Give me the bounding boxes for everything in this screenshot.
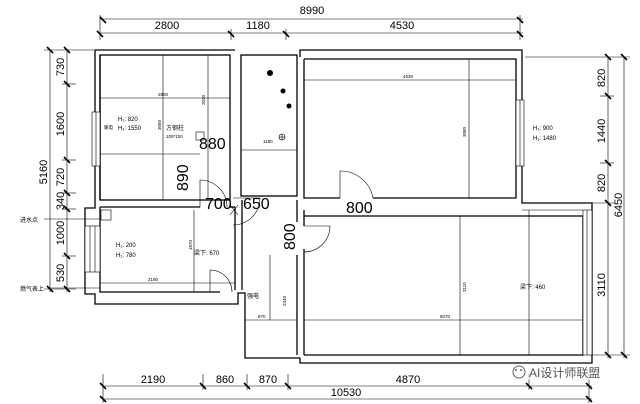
windows (84, 99, 593, 356)
window-living (582, 209, 593, 356)
dimension-right: 820 1440 820 3110 6450 (525, 53, 630, 359)
wechat-icon (512, 365, 526, 379)
label-beam-2: 梁下: 460 (520, 283, 546, 291)
dim-right-total: 6450 (613, 193, 625, 217)
dim-bottom-total: 10530 (331, 387, 362, 399)
label-window-tl-h1: H₁: 1550 (118, 126, 142, 132)
dim-top-total: 8990 (300, 5, 324, 17)
dim-bottom-seg-4: 4870 (396, 374, 420, 386)
door-label-6: 800 (282, 223, 299, 250)
label-living-width: 6070 (440, 314, 451, 319)
dim-right-seg-1: 820 (596, 69, 608, 87)
dim-left-total: 5160 (38, 160, 50, 184)
label-window-tr-h: H₁: 900 (533, 126, 553, 132)
door-bedroom-right (339, 170, 374, 199)
gas-meter-box (100, 209, 112, 221)
label-bath-width: 1180 (263, 139, 273, 144)
label-corridor-height: 2340 (282, 295, 287, 306)
dim-right-seg-4: 3110 (596, 273, 608, 297)
drain-2 (280, 88, 286, 94)
label-kitchen-h1: H₁: 780 (116, 253, 136, 259)
dim-right-seg-2: 1440 (596, 119, 608, 143)
label-living-height: 3110 (462, 282, 467, 292)
label-kitchen-h: H₁: 200 (116, 243, 136, 249)
dim-left-seg-6: 530 (55, 264, 67, 282)
label-kitchen-height: 1870 (188, 239, 193, 250)
door-corridor (303, 225, 331, 253)
dim-bottom-seg-1: 2190 (141, 374, 165, 386)
dim-top-seg-1: 2800 (155, 20, 179, 32)
dim-left-seg-1: 730 (55, 58, 67, 76)
dim-left-seg-4: 340 (55, 192, 67, 210)
label-strong-power: 强电 (247, 292, 259, 300)
door-label-4: 650 (243, 196, 270, 213)
doors (199, 170, 374, 293)
label-water-inlet: 进水点 (20, 216, 38, 224)
door-label-5: 800 (346, 200, 373, 217)
dim-bottom-seg-2: 860 (216, 374, 234, 386)
drain-3 (286, 103, 292, 109)
dim-left-seg-2: 1600 (55, 112, 67, 136)
window-kitchen (84, 225, 101, 273)
door-kitchen (199, 179, 228, 208)
drain-1 (267, 70, 273, 76)
room-guides (100, 55, 516, 355)
label-column-size: 100*100 (166, 134, 183, 139)
watermark-text: AI设计师联盟 (529, 366, 600, 380)
label-kitchen-width: 2190 (148, 277, 159, 282)
label-tl-height: 2030 (201, 94, 206, 105)
door-label-1: 880 (199, 136, 226, 153)
label-radiator: 暖电 (104, 124, 113, 131)
label-beam-1: 梁下: 670 (194, 249, 220, 257)
dim-top-seg-3: 4530 (390, 20, 414, 32)
room-annotations: 2800 2030 3050 H₁: 820 H₁: 1550 暖电 方钢柱 1… (20, 74, 557, 319)
label-window-tr-h1: H₁: 1480 (533, 136, 557, 142)
label-tl-depth: 3050 (157, 119, 162, 130)
dim-left-seg-3: 720 (55, 168, 67, 186)
dimension-left: 5160 730 1600 720 340 1000 530 (38, 46, 95, 293)
watermark: AI设计师联盟 (512, 364, 631, 380)
door-kitchen-bottom (209, 269, 233, 293)
door-label-2: 890 (175, 164, 192, 191)
label-corridor-width: 870 (258, 314, 266, 319)
label-gas-meter: 燃气表上 (20, 285, 44, 293)
bathroom-fixtures (267, 70, 292, 141)
label-tr-width: 4530 (403, 74, 414, 79)
dimension-bottom: 2190 860 870 4870 10530 (99, 374, 593, 403)
dim-left-seg-5: 1000 (55, 221, 67, 245)
dim-top-seg-2: 1180 (246, 20, 270, 32)
door-label-3: 700 (205, 196, 232, 213)
dim-right-seg-3: 820 (596, 174, 608, 192)
label-tr-height: 3080 (462, 126, 467, 137)
label-window-tl-h: H₁: 820 (118, 117, 138, 123)
dim-bottom-seg-3: 870 (259, 374, 277, 386)
door-bedroom-left (232, 197, 261, 226)
label-column: 方钢柱 (166, 124, 184, 132)
column (195, 131, 205, 141)
label-tl-width: 2800 (158, 92, 169, 97)
dimension-top: 8990 2800 1180 4530 (96, 5, 524, 40)
